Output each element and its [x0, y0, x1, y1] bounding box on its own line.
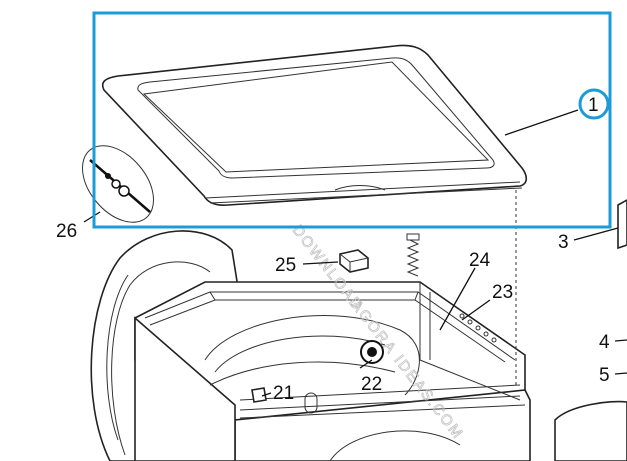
cabinet-body-part [134, 281, 531, 461]
label-part-26: 26 [56, 221, 77, 242]
screw-set-part [82, 145, 154, 223]
label-part-4: 4 [599, 332, 610, 353]
label-part-3: 3 [558, 232, 569, 253]
label-part-25: 25 [275, 255, 296, 276]
label-part-24: 24 [469, 250, 491, 271]
leader-lines [83, 109, 627, 397]
label-part-22: 22 [361, 374, 382, 395]
label-part-23: 23 [492, 282, 513, 303]
highlight-box [92, 11, 612, 229]
label-part-21: 21 [273, 383, 294, 404]
highlight-circle [578, 88, 610, 120]
block-part-21 [251, 387, 267, 403]
side-panel-part [554, 199, 627, 461]
top-lid-part [101, 44, 528, 206]
label-part-1: 1 [588, 95, 599, 116]
spring-part [406, 233, 420, 277]
rail-holes [459, 313, 497, 343]
label-part-5: 5 [599, 365, 610, 386]
round-cap-part-22 [360, 340, 384, 364]
clip-part-25 [339, 249, 369, 273]
